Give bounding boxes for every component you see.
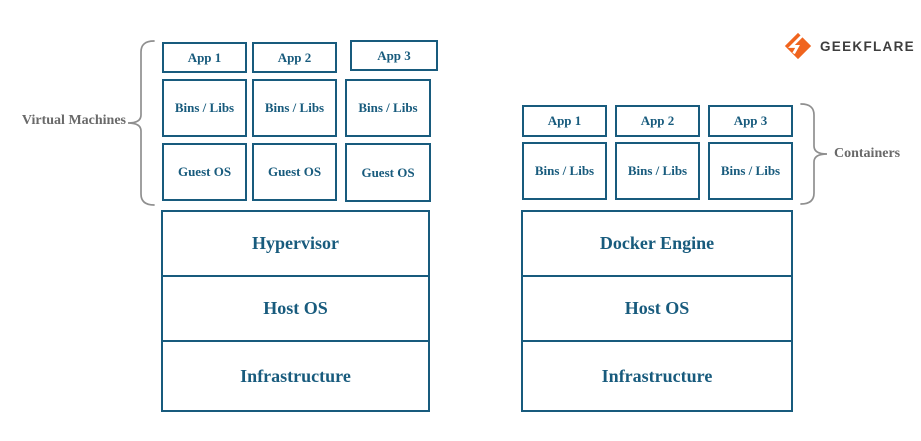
vm-guestos3-box: Guest OS [345, 143, 431, 202]
vm-group-brace-icon [127, 40, 155, 206]
vm-hypervisor-box: Hypervisor [161, 210, 430, 277]
vm-guestos2-box: Guest OS [252, 143, 337, 201]
geekflare-logo-icon [784, 32, 812, 60]
vm-bins1-box: Bins / Libs [162, 79, 247, 137]
geekflare-logo: GEEKFLARE [784, 32, 915, 60]
vm-app2-box: App 2 [252, 42, 337, 73]
vm-app1-box: App 1 [162, 42, 247, 73]
vm-infrastructure-box: Infrastructure [161, 340, 430, 412]
vm-bins2-box: Bins / Libs [252, 79, 337, 137]
container-app3-box: App 3 [708, 105, 793, 137]
container-hostos-box: Host OS [521, 275, 793, 342]
containers-group-label: Containers [834, 146, 901, 161]
geekflare-logo-text: GEEKFLARE [820, 38, 915, 54]
vm-bins3-box: Bins / Libs [345, 79, 431, 137]
container-bins2-box: Bins / Libs [615, 142, 700, 200]
vm-hostos-box: Host OS [161, 275, 430, 342]
vm-guestos1-box: Guest OS [162, 143, 247, 201]
docker-engine-box: Docker Engine [521, 210, 793, 277]
container-bins1-box: Bins / Libs [522, 142, 607, 200]
container-app1-box: App 1 [522, 105, 607, 137]
container-infrastructure-box: Infrastructure [521, 340, 793, 412]
container-bins3-box: Bins / Libs [708, 142, 793, 200]
containers-group-brace-icon [800, 103, 828, 205]
container-app2-box: App 2 [615, 105, 700, 137]
vm-app3-box: App 3 [350, 40, 438, 71]
vm-group-label: Virtual Machines [21, 113, 126, 128]
